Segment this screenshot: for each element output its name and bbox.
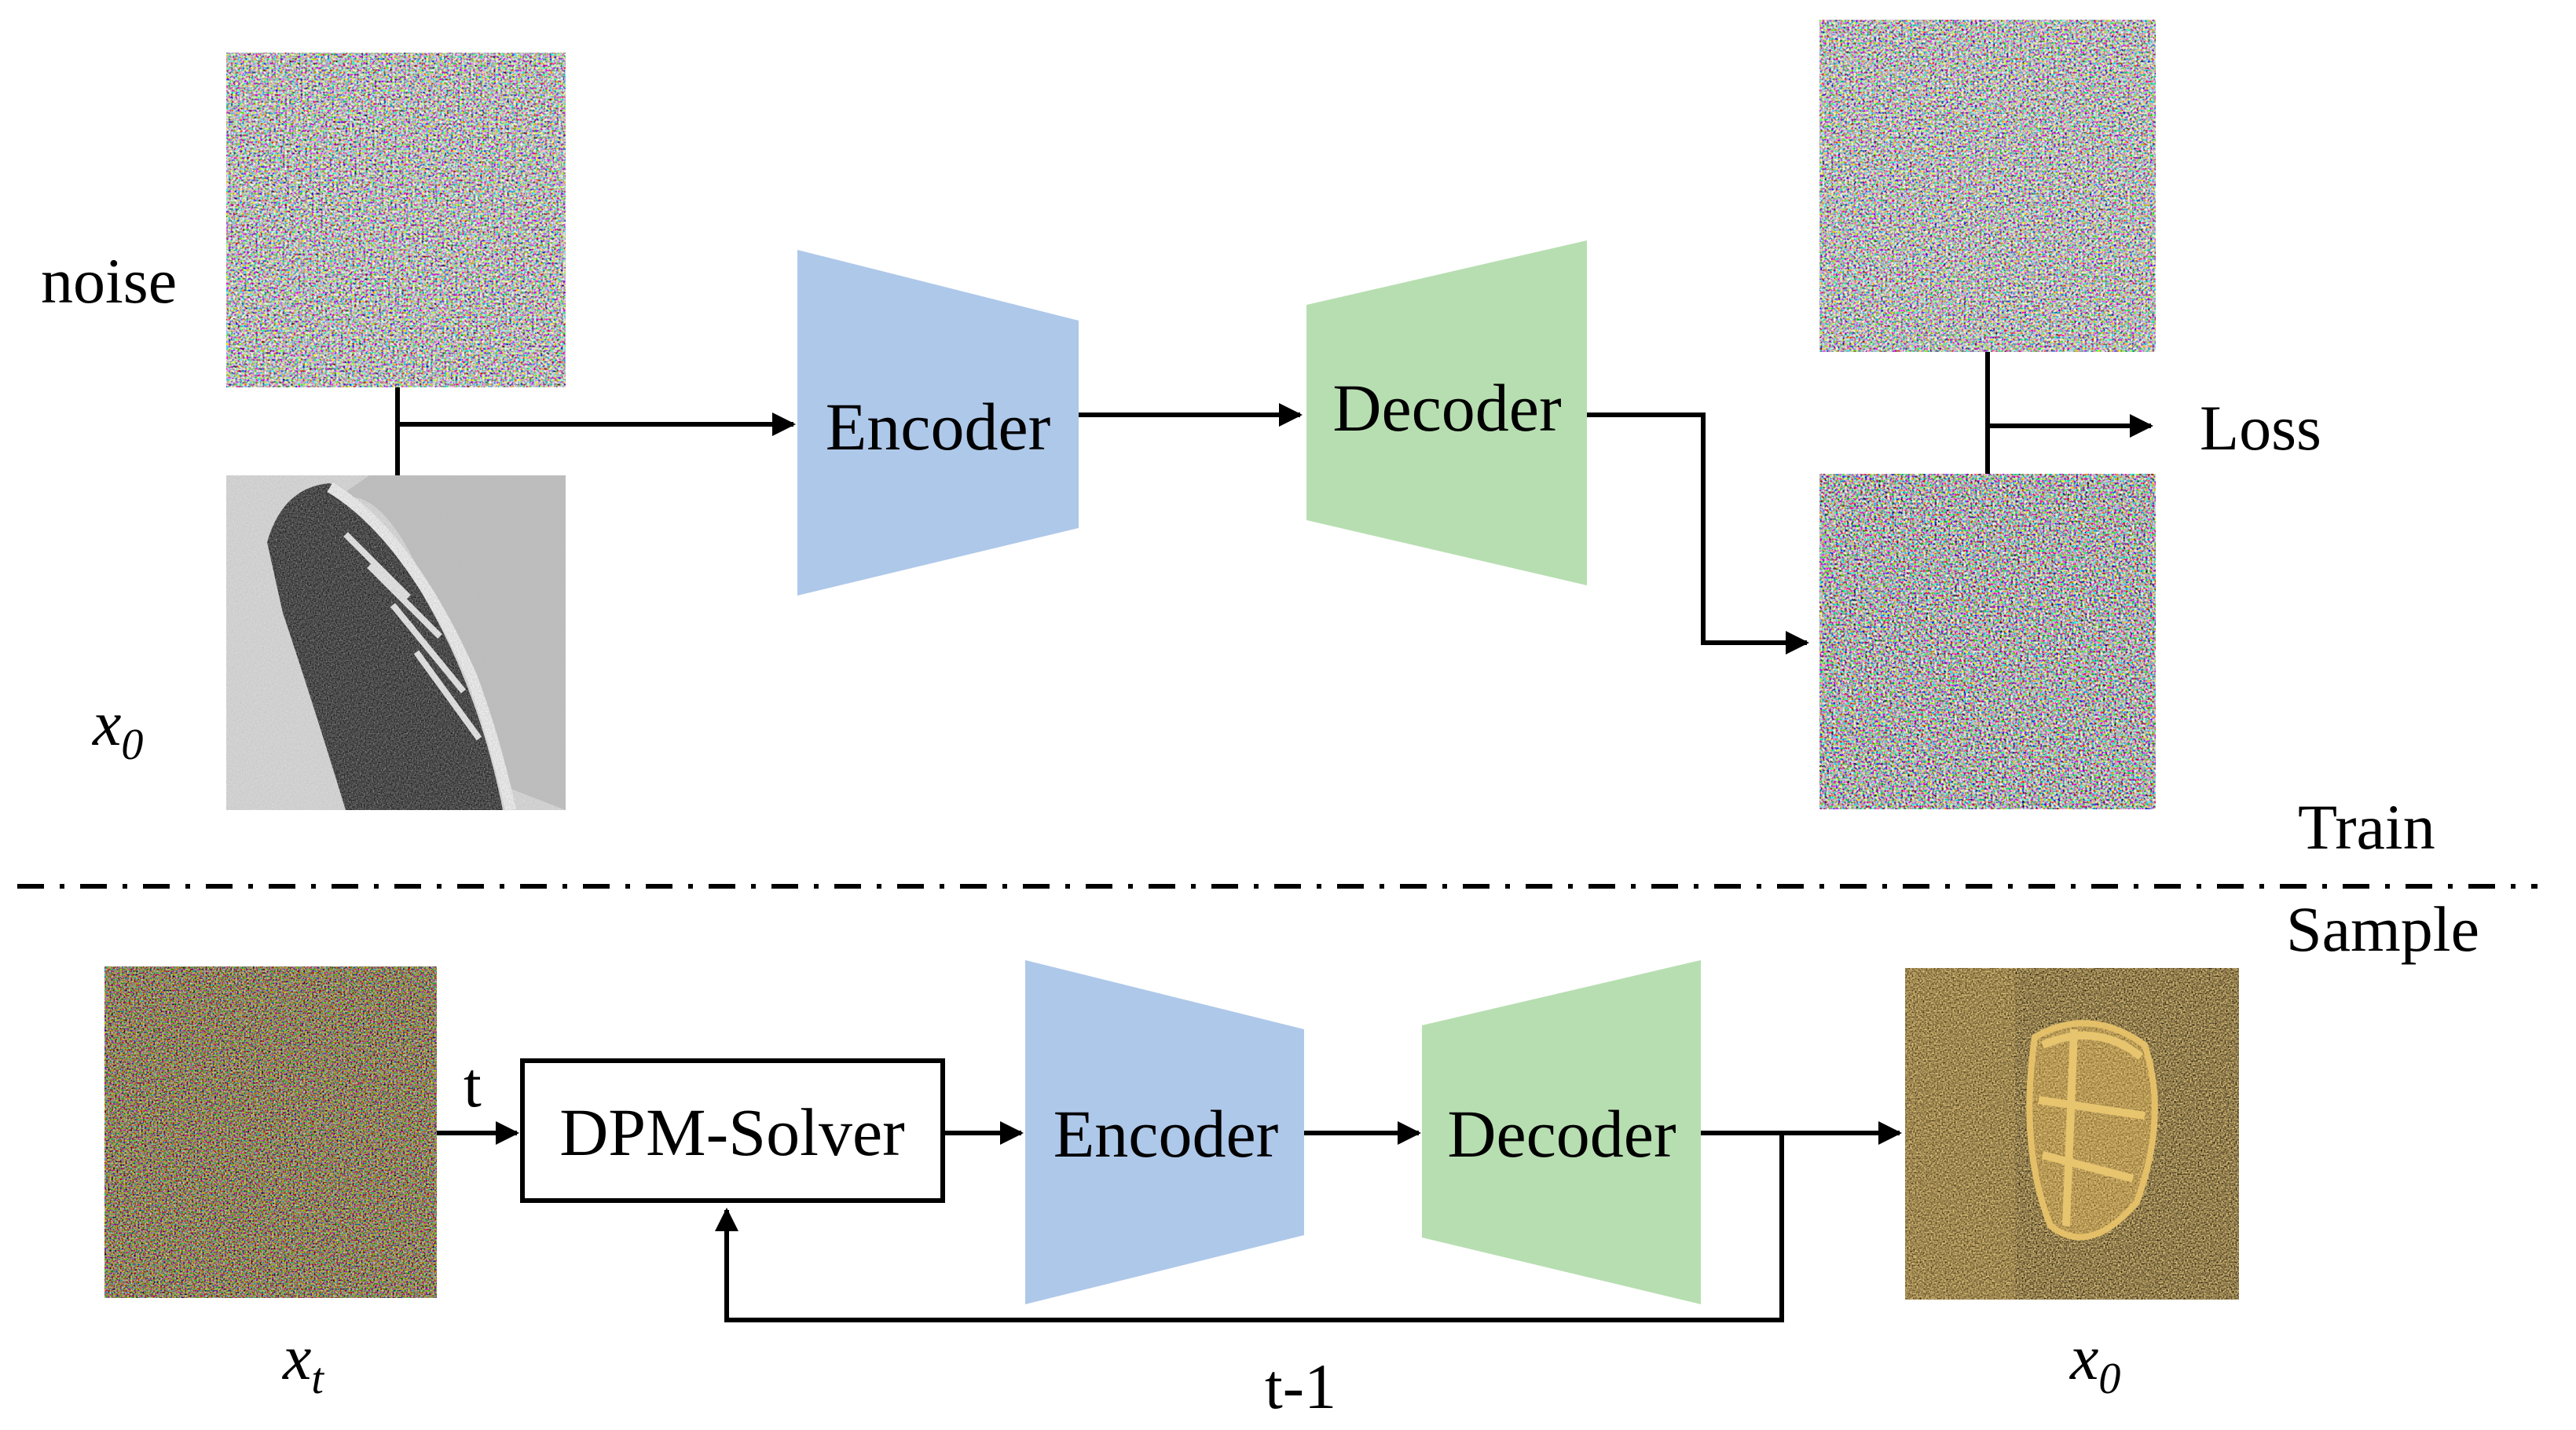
decoder-sample-label: Decoder xyxy=(1447,1096,1676,1172)
x0-sample-label: x0 xyxy=(2069,1322,2120,1403)
x0-output-image xyxy=(1905,968,2239,1300)
target-noise-image xyxy=(1819,20,2156,352)
x0-train-label: x0 xyxy=(92,688,143,769)
dpm-solver-label: DPM-Solver xyxy=(559,1094,905,1170)
decoder-train-label: Decoder xyxy=(1332,370,1561,446)
decoder-sample-block xyxy=(1422,960,1701,1304)
decoder-train-block xyxy=(1306,240,1587,585)
x0-grayscale-image xyxy=(226,475,566,812)
predicted-noise-image xyxy=(1819,474,2156,809)
xt-noise-image xyxy=(104,966,437,1298)
loss-label: Loss xyxy=(2200,392,2321,464)
feedback-arrow xyxy=(715,1133,1784,1322)
encoder-sample-label: Encoder xyxy=(1053,1096,1279,1172)
encoder-sample-block xyxy=(1025,960,1304,1304)
noise-image xyxy=(226,53,566,387)
encoder-train-block xyxy=(797,250,1079,596)
xt-label: xt xyxy=(282,1322,324,1403)
noise-label: noise xyxy=(41,245,177,317)
encoder-train-label: Encoder xyxy=(826,389,1051,464)
arrow-to-predicted-noise xyxy=(1587,412,1809,654)
t-minus-1-label: t-1 xyxy=(1265,1351,1336,1422)
sample-section-label: Sample xyxy=(2286,893,2479,965)
t-label: t xyxy=(464,1049,482,1120)
train-section-label: Train xyxy=(2298,791,2435,863)
